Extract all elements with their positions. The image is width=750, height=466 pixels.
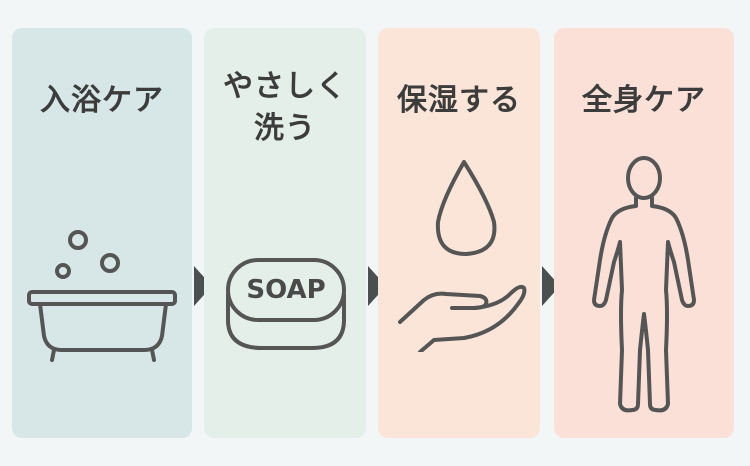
step-panel-moisturize: 保湿する [378, 28, 540, 438]
step-title-moisturize-text: 保湿する [397, 83, 521, 118]
step-panel-wash: やさしく 洗う SOAP [204, 28, 366, 438]
step-title-bath: 入浴ケア [12, 80, 192, 122]
step-title-full-body: 全身ケア [554, 80, 734, 122]
step-panel-full-body: 全身ケア [554, 28, 734, 438]
soap-icon: SOAP [226, 258, 346, 350]
human-body-icon [592, 156, 696, 413]
water-drop-hand-icon [398, 160, 527, 352]
soap-label: SOAP [246, 275, 325, 305]
step-title-full-body-text: 全身ケア [582, 83, 706, 118]
arrow-right-icon [194, 266, 212, 306]
arrow-right-icon [542, 266, 560, 306]
arrow-right-icon [368, 266, 386, 306]
step-title-wash: やさしく 洗う [204, 66, 366, 150]
bathtub-icon [27, 230, 177, 362]
step-title-bath-text: 入浴ケア [40, 83, 164, 118]
step-title-wash-line2: 洗う [254, 111, 316, 146]
step-title-moisturize: 保湿する [378, 80, 540, 122]
step-panel-bath: 入浴ケア [12, 28, 192, 438]
step-title-wash-line1: やさしく [223, 69, 347, 104]
